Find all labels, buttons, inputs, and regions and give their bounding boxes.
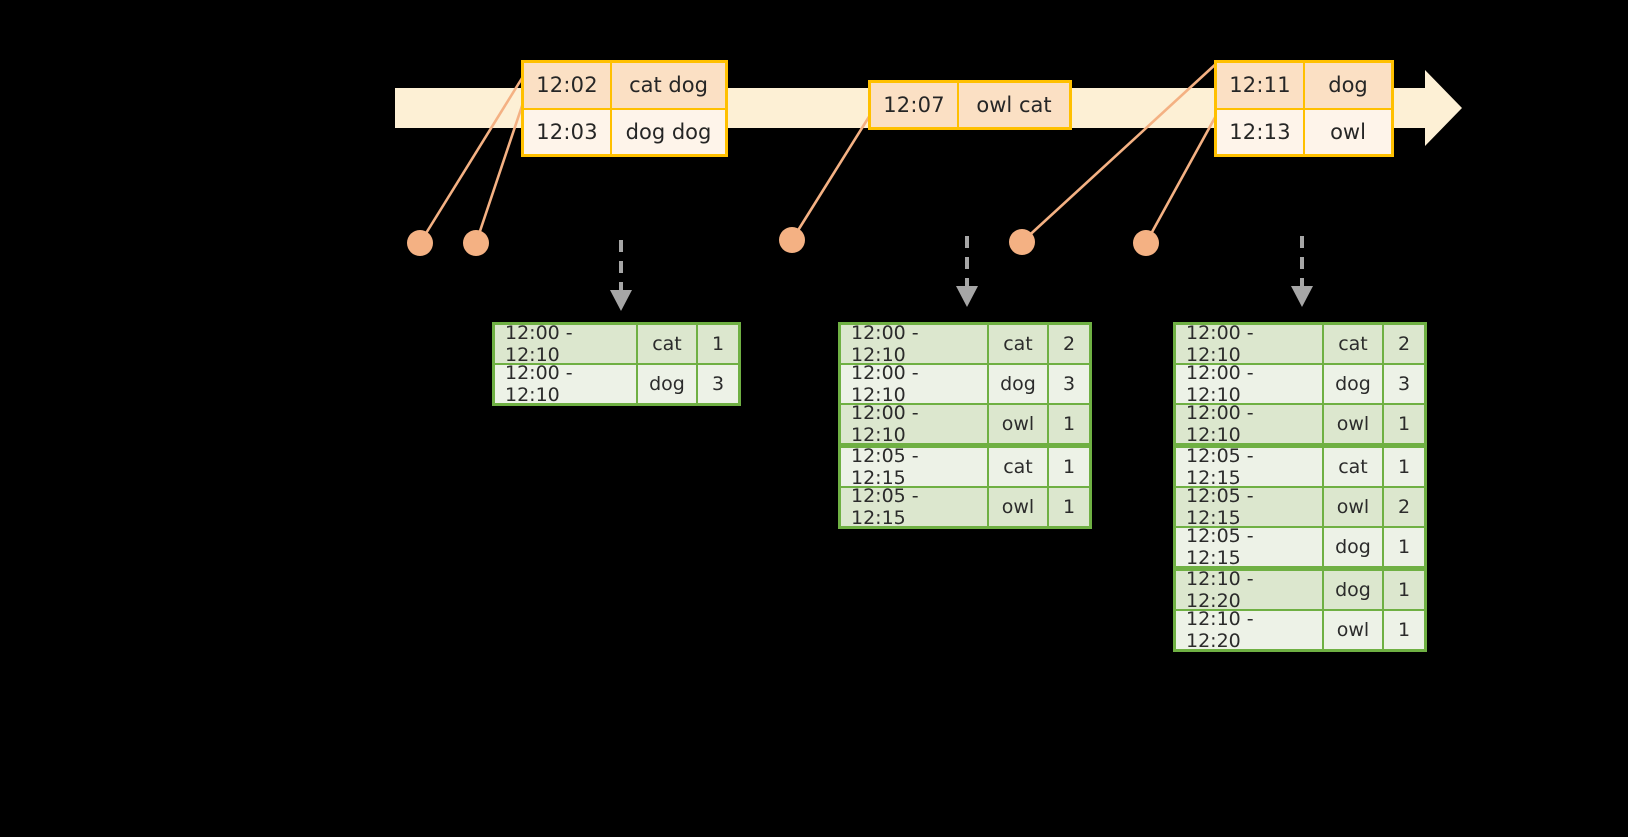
result-table-2[interactable]: 12:00 - 12:10 cat 2 12:00 - 12:10 dog 3 … bbox=[838, 322, 1092, 529]
flow-arrow-1 bbox=[610, 240, 632, 311]
event-time: 12:02 bbox=[524, 63, 612, 108]
event-dot-4 bbox=[1009, 229, 1035, 255]
row-count: 3 bbox=[698, 365, 738, 403]
row-key: dog bbox=[638, 365, 698, 403]
table-row[interactable]: 12:00 - 12:10 owl 1 bbox=[841, 402, 1089, 446]
event-box-3[interactable]: 12:11 dog 12:13 owl bbox=[1214, 60, 1394, 157]
row-key: owl bbox=[989, 405, 1049, 443]
table-row[interactable]: 12:00 - 12:10 dog 3 bbox=[1176, 362, 1424, 406]
connector-1 bbox=[418, 61, 534, 244]
row-key: dog bbox=[989, 365, 1049, 403]
event-dot-1 bbox=[407, 230, 433, 256]
row-key: cat bbox=[989, 325, 1049, 363]
connector-2 bbox=[474, 99, 526, 244]
table-row[interactable]: 12:05 - 12:15 owl 1 bbox=[841, 485, 1089, 529]
row-key: cat bbox=[1324, 448, 1384, 486]
row-count: 2 bbox=[1384, 325, 1424, 363]
event-dot-3 bbox=[779, 227, 805, 253]
row-key: owl bbox=[1324, 488, 1384, 526]
table-row[interactable]: 12:05 - 12:15 dog 1 bbox=[1176, 525, 1424, 569]
event-time: 12:03 bbox=[524, 109, 612, 154]
event-time: 12:11 bbox=[1217, 63, 1305, 108]
row-window: 12:00 - 12:10 bbox=[841, 402, 989, 446]
row-key: owl bbox=[1324, 611, 1384, 649]
row-count: 1 bbox=[1384, 448, 1424, 486]
row-count: 1 bbox=[698, 325, 738, 363]
result-table-1[interactable]: 12:00 - 12:10 cat 1 12:00 - 12:10 dog 3 bbox=[492, 322, 741, 406]
event-box-2[interactable]: 12:07 owl cat bbox=[868, 80, 1072, 130]
row-window: 12:00 - 12:10 bbox=[495, 322, 638, 366]
row-key: owl bbox=[1324, 405, 1384, 443]
row-window: 12:00 - 12:10 bbox=[841, 322, 989, 366]
table-row[interactable]: 12:10 - 12:20 dog 1 bbox=[1176, 568, 1424, 612]
event-row[interactable]: 12:13 owl bbox=[1217, 107, 1391, 154]
flow-arrow-3 bbox=[1291, 236, 1313, 307]
event-row[interactable]: 12:11 dog bbox=[1217, 63, 1391, 108]
row-key: dog bbox=[1324, 365, 1384, 403]
event-payload: dog dog bbox=[612, 109, 725, 154]
event-payload: owl cat bbox=[959, 83, 1069, 127]
event-dots bbox=[407, 227, 1159, 256]
event-time: 12:07 bbox=[871, 83, 959, 127]
row-window: 12:00 - 12:10 bbox=[1176, 322, 1324, 366]
row-count: 1 bbox=[1384, 571, 1424, 609]
row-count: 2 bbox=[1384, 488, 1424, 526]
table-row[interactable]: 12:10 - 12:20 owl 1 bbox=[1176, 608, 1424, 652]
row-count: 3 bbox=[1384, 365, 1424, 403]
table-row[interactable]: 12:00 - 12:10 cat 2 bbox=[1176, 322, 1424, 366]
event-dot-5 bbox=[1133, 230, 1159, 256]
row-window: 12:05 - 12:15 bbox=[1176, 445, 1324, 489]
table-row[interactable]: 12:00 - 12:10 cat 2 bbox=[841, 322, 1089, 366]
row-key: owl bbox=[989, 488, 1049, 526]
table-row[interactable]: 12:00 - 12:10 dog 3 bbox=[841, 362, 1089, 406]
row-count: 2 bbox=[1049, 325, 1089, 363]
table-row[interactable]: 12:00 - 12:10 cat 1 bbox=[495, 322, 738, 366]
row-window: 12:05 - 12:15 bbox=[1176, 485, 1324, 529]
row-window: 12:05 - 12:15 bbox=[841, 485, 989, 529]
row-window: 12:00 - 12:10 bbox=[1176, 402, 1324, 446]
row-count: 1 bbox=[1049, 488, 1089, 526]
row-key: cat bbox=[989, 448, 1049, 486]
row-window: 12:05 - 12:15 bbox=[1176, 525, 1324, 569]
connector-5 bbox=[1144, 111, 1220, 244]
row-window: 12:10 - 12:20 bbox=[1176, 608, 1324, 652]
row-count: 1 bbox=[1049, 448, 1089, 486]
result-table-3[interactable]: 12:00 - 12:10 cat 2 12:00 - 12:10 dog 3 … bbox=[1173, 322, 1427, 652]
flow-arrows bbox=[610, 236, 1313, 311]
row-key: cat bbox=[1324, 325, 1384, 363]
row-count: 1 bbox=[1384, 405, 1424, 443]
event-row[interactable]: 12:02 cat dog bbox=[524, 63, 725, 108]
event-time: 12:13 bbox=[1217, 109, 1305, 154]
table-row[interactable]: 12:05 - 12:15 owl 2 bbox=[1176, 485, 1424, 529]
row-key: cat bbox=[638, 325, 698, 363]
row-count: 1 bbox=[1049, 405, 1089, 443]
row-window: 12:10 - 12:20 bbox=[1176, 568, 1324, 612]
table-row[interactable]: 12:00 - 12:10 owl 1 bbox=[1176, 402, 1424, 446]
row-window: 12:00 - 12:10 bbox=[1176, 362, 1324, 406]
event-payload: owl bbox=[1305, 109, 1391, 154]
row-window: 12:05 - 12:15 bbox=[841, 445, 989, 489]
row-key: dog bbox=[1324, 528, 1384, 566]
table-row[interactable]: 12:00 - 12:10 dog 3 bbox=[495, 362, 738, 406]
connector-3 bbox=[790, 111, 874, 241]
row-count: 3 bbox=[1049, 365, 1089, 403]
table-row[interactable]: 12:05 - 12:15 cat 1 bbox=[841, 445, 1089, 489]
table-row[interactable]: 12:05 - 12:15 cat 1 bbox=[1176, 445, 1424, 489]
event-row[interactable]: 12:07 owl cat bbox=[871, 83, 1069, 127]
flow-arrow-2 bbox=[956, 236, 978, 307]
row-window: 12:00 - 12:10 bbox=[841, 362, 989, 406]
row-key: dog bbox=[1324, 571, 1384, 609]
row-window: 12:00 - 12:10 bbox=[495, 362, 638, 406]
event-dot-2 bbox=[463, 230, 489, 256]
event-payload: cat dog bbox=[612, 63, 725, 108]
event-payload: dog bbox=[1305, 63, 1391, 108]
row-count: 1 bbox=[1384, 528, 1424, 566]
event-box-1[interactable]: 12:02 cat dog 12:03 dog dog bbox=[521, 60, 728, 157]
event-row[interactable]: 12:03 dog dog bbox=[524, 107, 725, 154]
row-count: 1 bbox=[1384, 611, 1424, 649]
